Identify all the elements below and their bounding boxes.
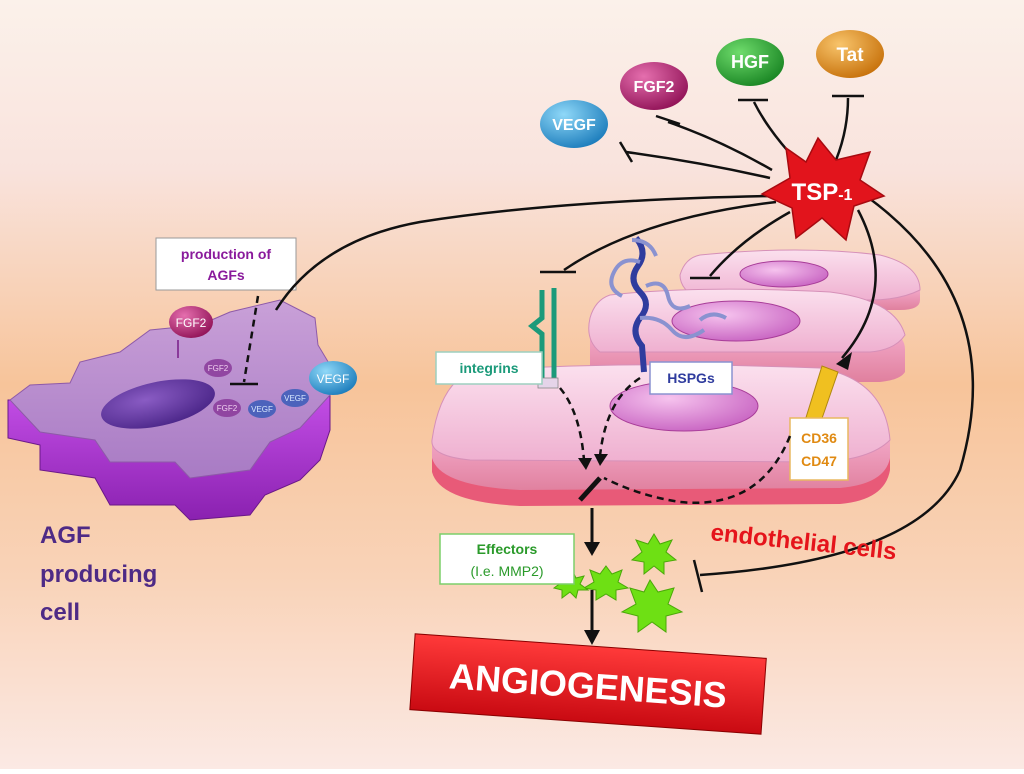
agf-cell-nucleus <box>101 379 215 429</box>
tat-label: Tat <box>836 45 864 66</box>
small-vegf-1 <box>248 400 276 418</box>
tsp-to-tat-line <box>834 97 850 161</box>
fgf2-inhibit-bar <box>655 114 681 126</box>
cd36-label: CD36 <box>801 430 837 446</box>
cd-box-bg <box>789 417 849 481</box>
agf-label-line3: cell <box>40 599 80 626</box>
factor-vegf: VEGF <box>540 100 608 148</box>
small-fgf2-2 <box>213 399 241 417</box>
angiogenesis-bg <box>409 633 767 735</box>
tsp1-star: TSP-1 <box>760 136 886 242</box>
small-fgf2-2-label: FGF2 <box>217 404 238 413</box>
vegf-label: VEGF <box>552 117 596 134</box>
agf-label-line2: producing <box>40 561 157 588</box>
tsp-to-integrins-line <box>563 200 777 272</box>
tsp-to-fgf2-line <box>667 120 773 172</box>
integrin-dashed-signal <box>559 387 586 461</box>
factor-tat: Tat <box>816 30 884 78</box>
small-vegf-2 <box>281 389 309 407</box>
effectors-line1: Effectors <box>477 541 538 557</box>
star-icon <box>760 136 886 242</box>
fgf2-label: FGF2 <box>634 79 675 96</box>
factor-fgf2: FGF2 <box>620 62 688 110</box>
factor-hgf: HGF <box>716 38 784 86</box>
spiky-star-icon <box>630 533 678 576</box>
integrins-box-bg <box>435 351 543 385</box>
hspgs-box-bg <box>649 361 733 395</box>
tsp-to-effectors-line <box>699 194 975 577</box>
small-fgf2-1-label: FGF2 <box>208 364 229 373</box>
vegf-inhibit-bar <box>618 141 634 163</box>
production-line1: production of <box>181 246 272 262</box>
tsp-to-vegf-line <box>625 150 771 180</box>
tsp-to-hspgs-line <box>709 210 791 277</box>
fgf2-bubble <box>620 62 688 110</box>
integrins-label-box: integrins <box>435 351 543 385</box>
small-vegf-2-label: VEGF <box>284 394 306 403</box>
production-line2: AGFs <box>207 267 245 283</box>
tat-bubble <box>816 30 884 78</box>
hgf-label: HGF <box>731 52 769 72</box>
small-vegf-1-label: VEGF <box>251 405 273 414</box>
small-fgf2-1 <box>204 359 232 377</box>
hspg-dashed-signal <box>598 376 641 457</box>
tsp-label: TSP-1 <box>792 179 853 206</box>
angiogenesis-banner: ANGIOGENESIS <box>409 633 767 735</box>
tsp-to-agf-production-line <box>274 194 771 311</box>
central-inhibit-bar <box>578 476 602 502</box>
pathway-lines <box>230 94 975 632</box>
tsp-to-cd36-line <box>841 209 877 359</box>
spiky-star-icon-2 <box>582 565 630 601</box>
cd47-label: CD47 <box>801 453 837 469</box>
effectors-inhibit-bar <box>692 559 704 593</box>
integrin-dash-arrowhead <box>578 458 592 470</box>
endo-cell-front-bottom <box>432 458 890 506</box>
cd36-dashed-signal <box>603 435 792 504</box>
cd36-arrowhead <box>836 352 852 370</box>
angio-arrowhead <box>584 630 600 645</box>
vegf-bubble <box>540 100 608 148</box>
agf-label-line1: AGF <box>40 522 91 549</box>
production-dashed-line <box>242 295 260 383</box>
agf-vegf-label: VEGF <box>317 372 350 386</box>
effectors-label-box: Effectors (I.e. MMP2) <box>439 533 575 585</box>
agf-vegf-bubble <box>309 361 357 395</box>
endo-nucleus-back <box>739 260 829 288</box>
integrin-icon <box>527 288 559 389</box>
effectors-box-bg <box>439 533 575 585</box>
agf-cell-label: AGF producing cell <box>40 522 157 626</box>
agf-fgf2-label: FGF2 <box>176 316 207 330</box>
production-of-agfs-box: production of AGFs <box>155 237 297 291</box>
agf-fgf2-bubble <box>169 306 213 338</box>
hspg-dash-arrowhead <box>594 454 608 466</box>
hgf-bubble <box>716 38 784 86</box>
hspgs-label-box: HSPGs <box>649 361 733 395</box>
hspgs-label: HSPGs <box>667 370 715 386</box>
production-box-bg <box>155 237 297 291</box>
spiky-star-icon-4 <box>620 579 684 633</box>
wavy-chain-icon <box>609 236 727 373</box>
effectors-arrowhead <box>584 542 600 556</box>
cd36-cd47-label-box: CD36 CD47 <box>789 417 849 481</box>
arrowheads <box>578 352 852 645</box>
effectors-line2: (I.e. MMP2) <box>470 563 543 579</box>
integrins-label: integrins <box>459 360 518 376</box>
